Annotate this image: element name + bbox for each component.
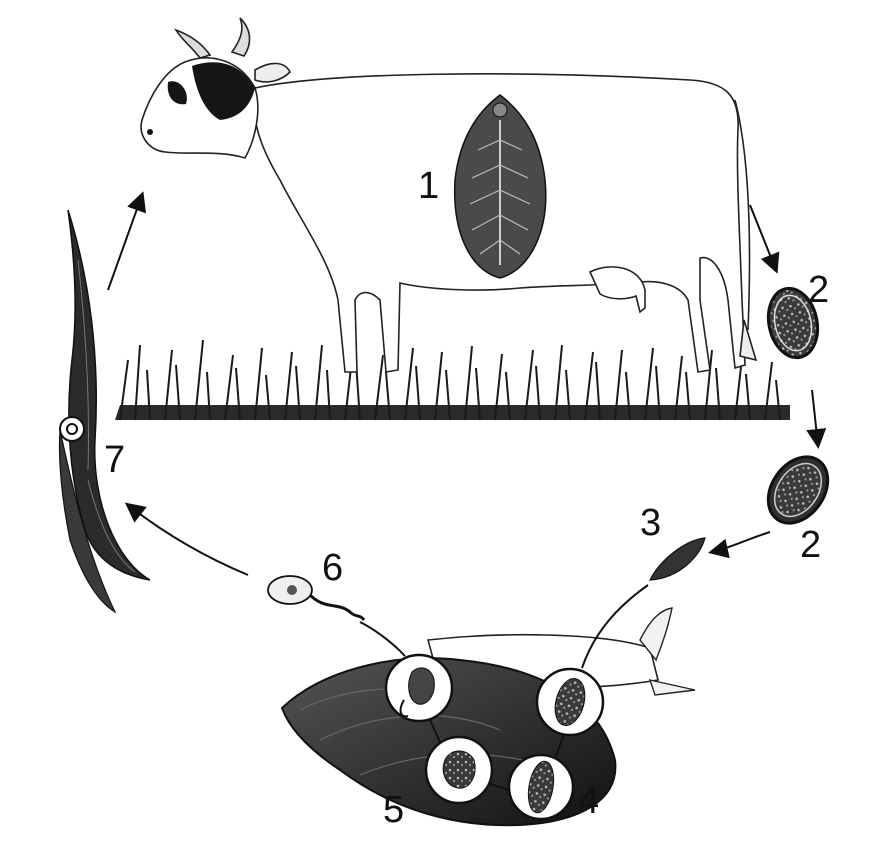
label-3: 3 [640,502,661,544]
redia-inset [426,737,492,803]
sporocyst-inset [537,669,603,735]
label-5: 5 [383,789,404,831]
label-1: 1 [418,165,439,207]
label-2-bottom: 2 [800,524,821,566]
snail-host [282,608,695,825]
metacercaria [60,417,84,441]
cercaria-inset [386,655,452,721]
miracidium [650,538,705,580]
cow-host [141,18,756,372]
arrow-cow-to-egg [750,205,776,270]
arrow-egg-to-miracidium [712,532,770,552]
label-4: 4 [578,780,599,822]
arrow-grass-to-cow [108,195,142,290]
label-7: 7 [104,439,125,481]
arrow-egg-to-egg [812,390,818,445]
cercaria-free [268,576,364,620]
label-6: 6 [322,547,343,589]
arrow-cercaria-exit [360,622,405,656]
grass [115,340,790,420]
label-2-top: 2 [808,269,829,311]
egg-embryonated [756,446,840,535]
arrow-cercaria-to-grass [128,505,248,575]
sporocyst-inset-lower [509,755,573,819]
